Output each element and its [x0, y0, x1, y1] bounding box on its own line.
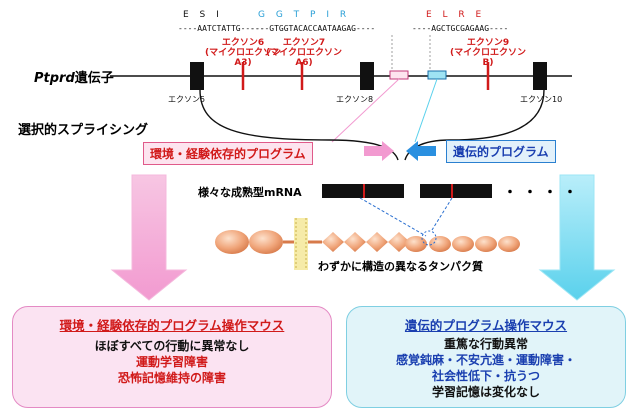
- exon8-box: [360, 62, 374, 90]
- exon7-label: エクソン7 (マイクロエクソンA6): [266, 38, 342, 68]
- gene-name: Ptprd: [34, 71, 75, 86]
- protein-label: わずかに構造の異なるタンパク質: [318, 260, 483, 273]
- pink-segment: [389, 70, 409, 80]
- genetic-result-line-1: 重篤な行動異常: [443, 337, 528, 351]
- gene-suffix: 遺伝子: [74, 71, 114, 86]
- mrna-bar-2: [420, 184, 492, 198]
- genetic-result-line-4: 学習記憶は変化なし: [431, 385, 540, 399]
- mrna-label: 様々な成熟型mRNA: [198, 186, 302, 199]
- exon5-box: [190, 62, 204, 90]
- env-result-title: 環境・経験依存的プログラム操作マウス: [59, 318, 285, 333]
- exon9-label: エクソン9 (マイクロエクソンB): [450, 38, 526, 68]
- env-result-box: 環境・経験依存的プログラム操作マウス ほぼすべての行動に異常なし 運動学習障害 …: [12, 306, 332, 408]
- seq-right-nt: ----AGCTGCGAGAAG----: [412, 24, 509, 33]
- exon8-label: エクソン8: [336, 95, 374, 104]
- env-big-arrow: [110, 174, 188, 301]
- exon5-label: エクソン5: [168, 95, 206, 104]
- seq-middle-aa: G G T P I R: [258, 10, 351, 20]
- env-program-box: 環境・経験依存的プログラム: [143, 142, 313, 165]
- genetic-result-line-3: 社会性低下・抗うつ: [431, 369, 540, 383]
- membrane: [294, 218, 308, 270]
- gene-label: Ptprd遺伝子: [34, 67, 114, 86]
- gen-arrow-small: [406, 141, 436, 161]
- mrna-more: ・・・・: [503, 185, 583, 201]
- cyan-segment: [427, 70, 447, 80]
- env-result-line-1: ほぼすべての行動に異常なし: [94, 339, 250, 353]
- seq-left-nt: ----AATCTATTG-----: [178, 24, 265, 33]
- genetic-program-box: 遺伝的プログラム: [446, 140, 556, 163]
- env-result-line-3: 恐怖記憶維持の障害: [117, 371, 226, 385]
- seq-right-aa: E L R E: [426, 10, 486, 20]
- genetic-result-line-2: 感覚鈍麻・不安亢進・運動障害・: [395, 353, 576, 367]
- env-result-line-2: 運動学習障害: [135, 355, 208, 369]
- splicing-heading: 選択的スプライシング: [18, 123, 149, 138]
- protein-chain: [215, 218, 520, 270]
- exon10-box: [533, 62, 547, 90]
- env-arrow-small: [364, 141, 394, 161]
- exon10-label: エクソン10: [520, 95, 563, 104]
- highlight-circle: [421, 230, 437, 246]
- seq-left-aa: E S I: [183, 10, 223, 20]
- genetic-result-title: 遺伝的プログラム操作マウス: [404, 318, 568, 333]
- genetic-result-box: 遺伝的プログラム操作マウス 重篤な行動異常 感覚鈍麻・不安亢進・運動障害・ 社会…: [346, 306, 626, 408]
- seq-middle-nt: ----GTGGTACACCAATAAGAG----: [250, 24, 376, 33]
- exon6-label: エクソン6 (マイクロエクソンA3): [205, 38, 281, 68]
- gen-big-arrow: [538, 174, 616, 301]
